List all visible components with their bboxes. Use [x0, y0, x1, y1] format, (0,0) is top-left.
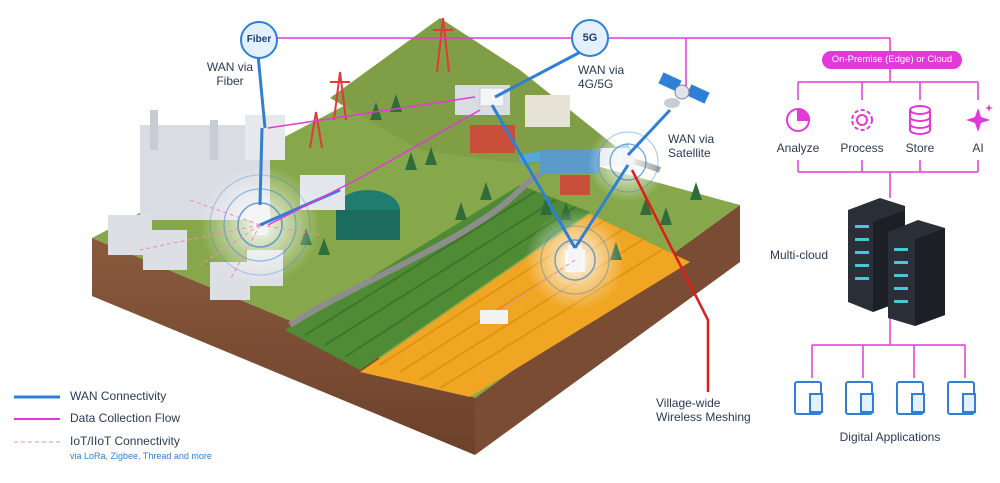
- edge-cloud-pill: On-Premise (Edge) or Cloud: [822, 51, 962, 69]
- wan-satellite-label: WAN via Satellite: [668, 132, 715, 161]
- power-towers: [309, 17, 453, 149]
- wan-fiber-label: WAN via Fiber: [206, 60, 254, 89]
- data-flow-links: [267, 37, 979, 378]
- pie-chart-icon: [786, 107, 811, 132]
- function-label-store: Store: [905, 141, 935, 155]
- digital-apps-label: Digital Applications: [839, 430, 941, 444]
- multicloud-label: Multi-cloud: [770, 248, 829, 262]
- gear-icon: [851, 109, 873, 131]
- app-device-icon: [845, 381, 874, 415]
- legend-data-label: Data Collection Flow: [70, 411, 181, 425]
- function-label-process: Process: [840, 141, 884, 155]
- app-device-icon: [947, 381, 976, 415]
- mesh-link: [630, 169, 710, 392]
- function-label-ai: AI: [972, 141, 984, 155]
- village-mesh-label: Village-wide Wireless Meshing: [656, 396, 751, 425]
- fiber-badge: Fiber: [240, 21, 278, 59]
- legend-wan-label: WAN Connectivity: [70, 389, 167, 403]
- function-label-analyze: Analyze: [776, 141, 820, 155]
- legend-iot-label: IoT/IIoT Connectivity: [70, 434, 180, 448]
- iot-links: [139, 199, 576, 311]
- sparkle-icon: [966, 104, 993, 132]
- database-icon: [909, 105, 931, 135]
- server-racks-icon: [848, 198, 945, 326]
- app-device-icon: [896, 381, 925, 415]
- app-device-icon: [794, 381, 823, 415]
- satellite-icon: [658, 72, 710, 108]
- wan-4g5g-label: WAN via 4G/5G: [578, 63, 625, 92]
- legend-iot-sublabel: via LoRa, Zigbee, Thread and more: [70, 451, 212, 461]
- 5g-badge: 5G: [571, 19, 609, 57]
